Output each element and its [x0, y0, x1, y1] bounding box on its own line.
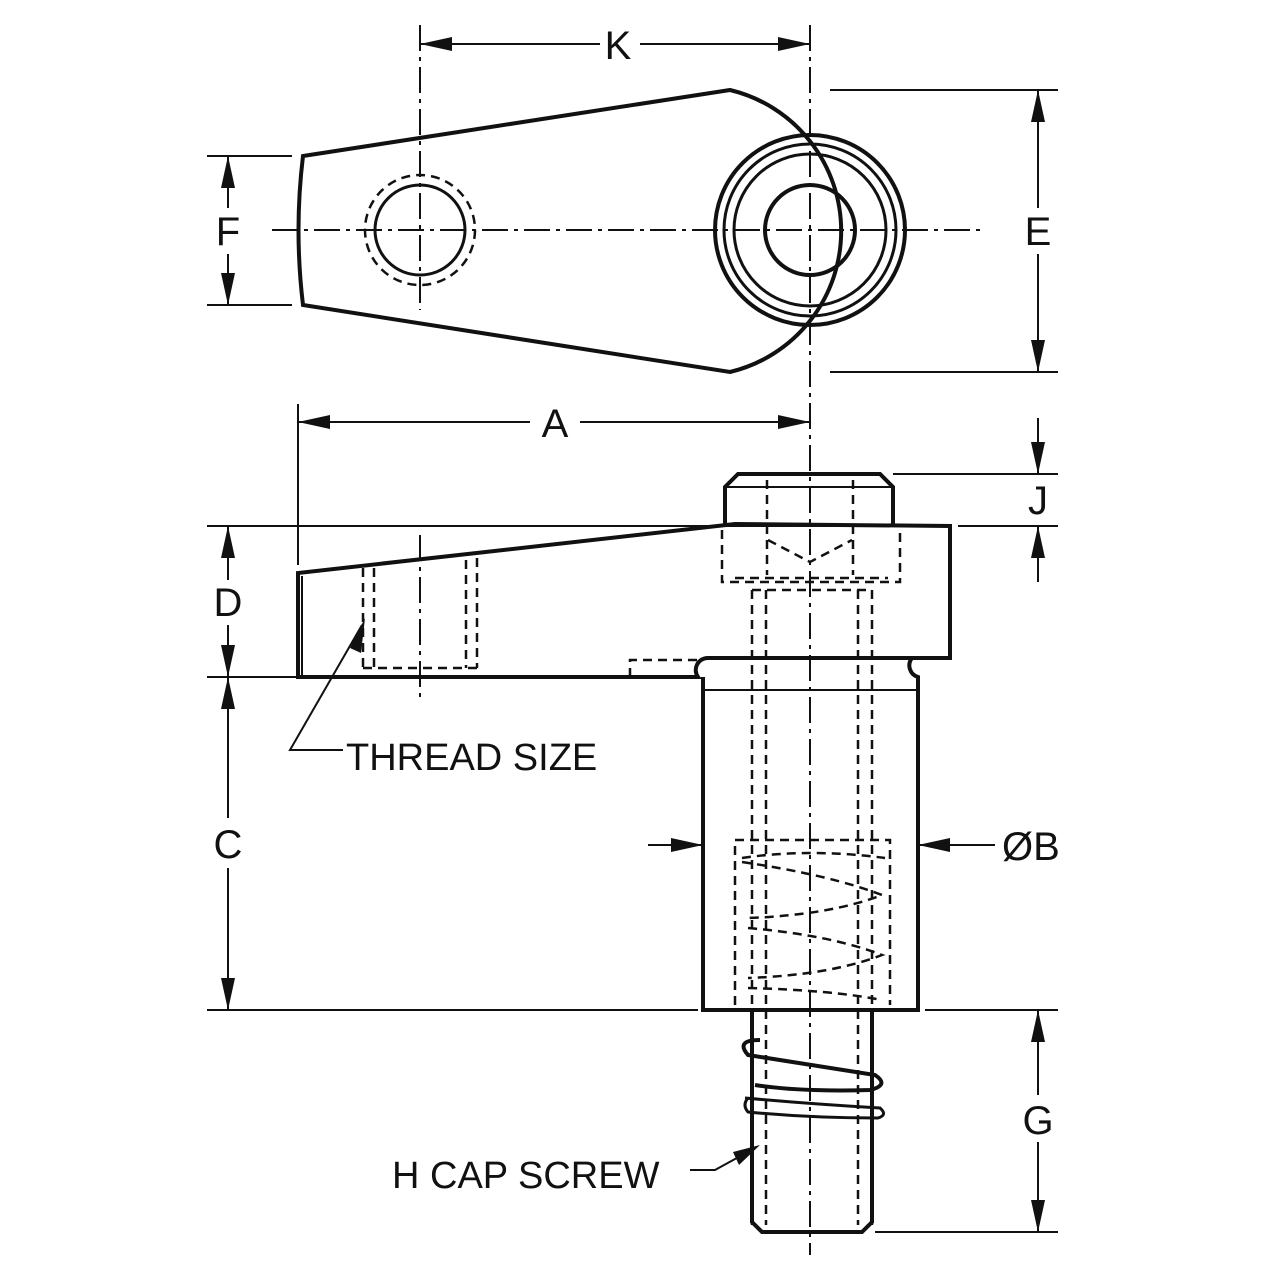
cap-screw-shank [750, 1012, 874, 1234]
dimension-c-label: C [214, 823, 243, 867]
top-view: K E F [207, 24, 1058, 1255]
dimension-f-label: F [216, 210, 240, 254]
dimension-k: K [420, 24, 810, 68]
dimension-b-label: ØB [1002, 825, 1060, 869]
callout-thread-size: THREAD SIZE [288, 618, 597, 779]
dimension-c: C [207, 677, 698, 1011]
top-view-arm-outline [296, 87, 844, 375]
side-view: THREAD SIZE H CAP SCREW A J [207, 402, 1060, 1234]
side-view-hidden-step [628, 658, 700, 677]
dimension-e-label: E [1025, 210, 1052, 254]
dimension-a-label: A [542, 402, 569, 446]
dimension-k-label: K [605, 24, 632, 68]
dimension-d: D [207, 525, 640, 678]
dimension-b: ØB [648, 825, 1060, 869]
callout-thread-size-label: THREAD SIZE [346, 737, 597, 779]
spring-pocket-hidden [733, 838, 892, 1005]
dimension-g: G [875, 1009, 1058, 1233]
dimension-j: J [893, 418, 1058, 582]
callout-h-cap-screw-label: H CAP SCREW [392, 1155, 660, 1197]
callout-h-cap-screw: H CAP SCREW [392, 1145, 760, 1197]
bushing-body [701, 656, 920, 1012]
side-view-arm-outline [296, 521, 952, 679]
dimension-d-label: D [214, 581, 243, 625]
dimension-a: A [297, 402, 810, 565]
dimension-f: F [207, 155, 292, 306]
dimension-j-label: J [1028, 479, 1048, 523]
cap-screw-head [723, 472, 895, 526]
dimension-e: E [830, 89, 1058, 373]
spring-coils [741, 1038, 885, 1120]
dimension-g-label: G [1022, 1099, 1053, 1143]
counterbore-hidden [720, 530, 902, 584]
